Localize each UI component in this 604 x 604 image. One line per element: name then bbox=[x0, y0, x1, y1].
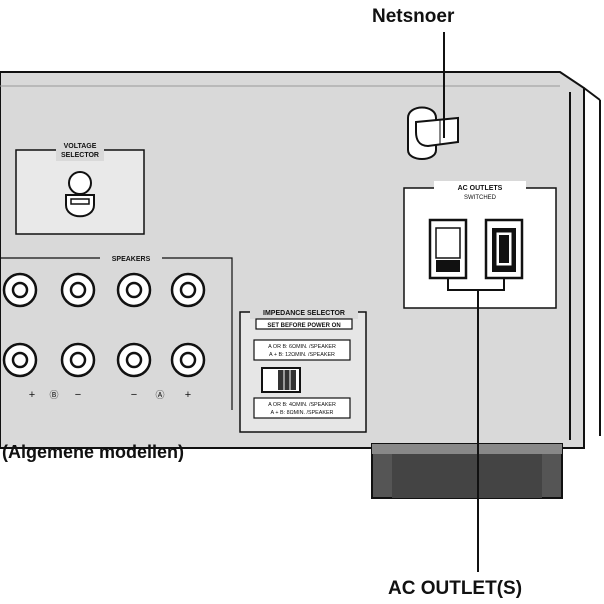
models-caption: (Algemene modellen) bbox=[2, 442, 185, 462]
impedance-setting-2-line-1: A OR B: 4ΩMIN. /SPEAKER bbox=[268, 402, 336, 408]
polarity-plus-b: + bbox=[29, 389, 35, 401]
impedance-selector-label: IMPEDANCE SELECTOR bbox=[263, 310, 345, 317]
foot bbox=[371, 443, 563, 499]
ac-outlet-leader bbox=[447, 278, 505, 572]
polarity-plus-a: + bbox=[185, 389, 191, 401]
speaker-a-label: Ⓐ bbox=[155, 390, 164, 401]
ac-outlets-callout: AC OUTLET(S) bbox=[388, 578, 523, 599]
power-cord-entry bbox=[407, 106, 459, 160]
power-cord-callout: Netsnoer bbox=[372, 6, 455, 27]
speakers-label: SPEAKERS bbox=[112, 256, 151, 263]
speaker-terminal-row-top bbox=[2, 272, 206, 308]
voltage-selector: VOLTAGE SELECTOR bbox=[15, 141, 145, 235]
impedance-warning: SET BEFORE POWER ON bbox=[267, 323, 340, 329]
chassis-right-rim bbox=[583, 87, 601, 101]
impedance-setting-2-line-2: A + B: 8ΩMIN. /SPEAKER bbox=[271, 410, 334, 416]
impedance-setting-1-line-1: A OR B: 6ΩMIN. /SPEAKER bbox=[268, 344, 336, 350]
voltage-knob-top bbox=[68, 171, 92, 195]
speakers-section: SPEAKERS + Ⓑ − − Ⓐ + bbox=[0, 251, 233, 410]
speaker-terminal-row-bottom bbox=[2, 342, 206, 378]
polarity-minus-a: − bbox=[131, 389, 137, 401]
voltage-selector-label-1: VOLTAGE bbox=[64, 143, 97, 150]
voltage-selector-label-2: SELECTOR bbox=[61, 152, 99, 159]
ac-outlets-label-1: AC OUTLETS bbox=[458, 185, 503, 192]
impedance-setting-1-line-2: A + B: 12ΩMIN. /SPEAKER bbox=[269, 352, 335, 358]
ac-outlets-label-2: SWITCHED bbox=[464, 195, 497, 201]
speaker-b-label: Ⓑ bbox=[49, 390, 58, 401]
impedance-selector: IMPEDANCE SELECTOR SET BEFORE POWER ON A… bbox=[239, 305, 367, 433]
polarity-minus-b: − bbox=[75, 389, 81, 401]
voltage-knob bbox=[65, 194, 95, 218]
ac-outlets-panel: AC OUTLETS SWITCHED bbox=[403, 181, 557, 309]
